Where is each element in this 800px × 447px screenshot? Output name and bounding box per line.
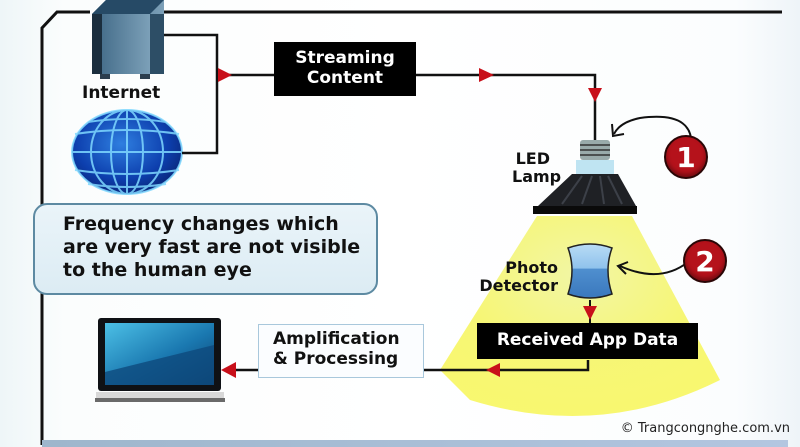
arrow-right-icon <box>479 68 494 82</box>
bottom-bar <box>42 440 788 447</box>
amplification-processing-box: Amplification & Processing <box>258 324 424 378</box>
led-label-line2: Lamp <box>512 167 562 187</box>
frequency-note: Frequency changes which are very fast ar… <box>33 203 378 295</box>
led-label-line1: LED <box>515 149 550 168</box>
arrow-down-icon <box>583 306 597 320</box>
pointer-arrowhead <box>611 123 625 138</box>
arrow-down-icon <box>588 88 602 102</box>
arrow-left-icon <box>486 363 500 377</box>
photo-label-line2: Detector <box>479 276 558 296</box>
pointer-arrow-1 <box>613 115 693 156</box>
note-line-3: to the human eye <box>63 259 252 281</box>
connector-to-lamp <box>416 73 597 142</box>
watermark: © Trangcongnghe.com.vn <box>620 421 790 436</box>
streaming-label-line2: Content <box>306 68 384 88</box>
note-line-2: are very fast are not visible <box>63 236 361 258</box>
step-badge-1: 1 <box>664 135 708 179</box>
streaming-label-line1: Streaming <box>295 48 395 69</box>
amp-label-line1: Amplification <box>273 329 400 349</box>
led-lamp-icon <box>533 140 637 214</box>
received-app-data-box: Received App Data <box>477 323 698 359</box>
connector-to-amplification <box>424 360 590 372</box>
arrow-left-icon <box>221 362 236 378</box>
photo-detector-icon <box>567 243 613 299</box>
internet-label: Internet <box>82 83 161 103</box>
step-badge-2: 2 <box>683 239 727 283</box>
connector-server <box>164 33 219 155</box>
amp-label-line2: & Processing <box>273 349 399 369</box>
laptop-icon <box>95 318 225 402</box>
arrow-right-icon <box>218 68 232 82</box>
pointer-arrowhead <box>616 261 629 275</box>
light-cone <box>440 216 720 416</box>
globe-icon <box>71 109 183 195</box>
pointer-arrow-2 <box>619 261 689 276</box>
server-icon <box>92 0 164 79</box>
photo-label-line1: Photo <box>505 258 558 277</box>
note-line-1: Frequency changes which <box>63 213 339 235</box>
